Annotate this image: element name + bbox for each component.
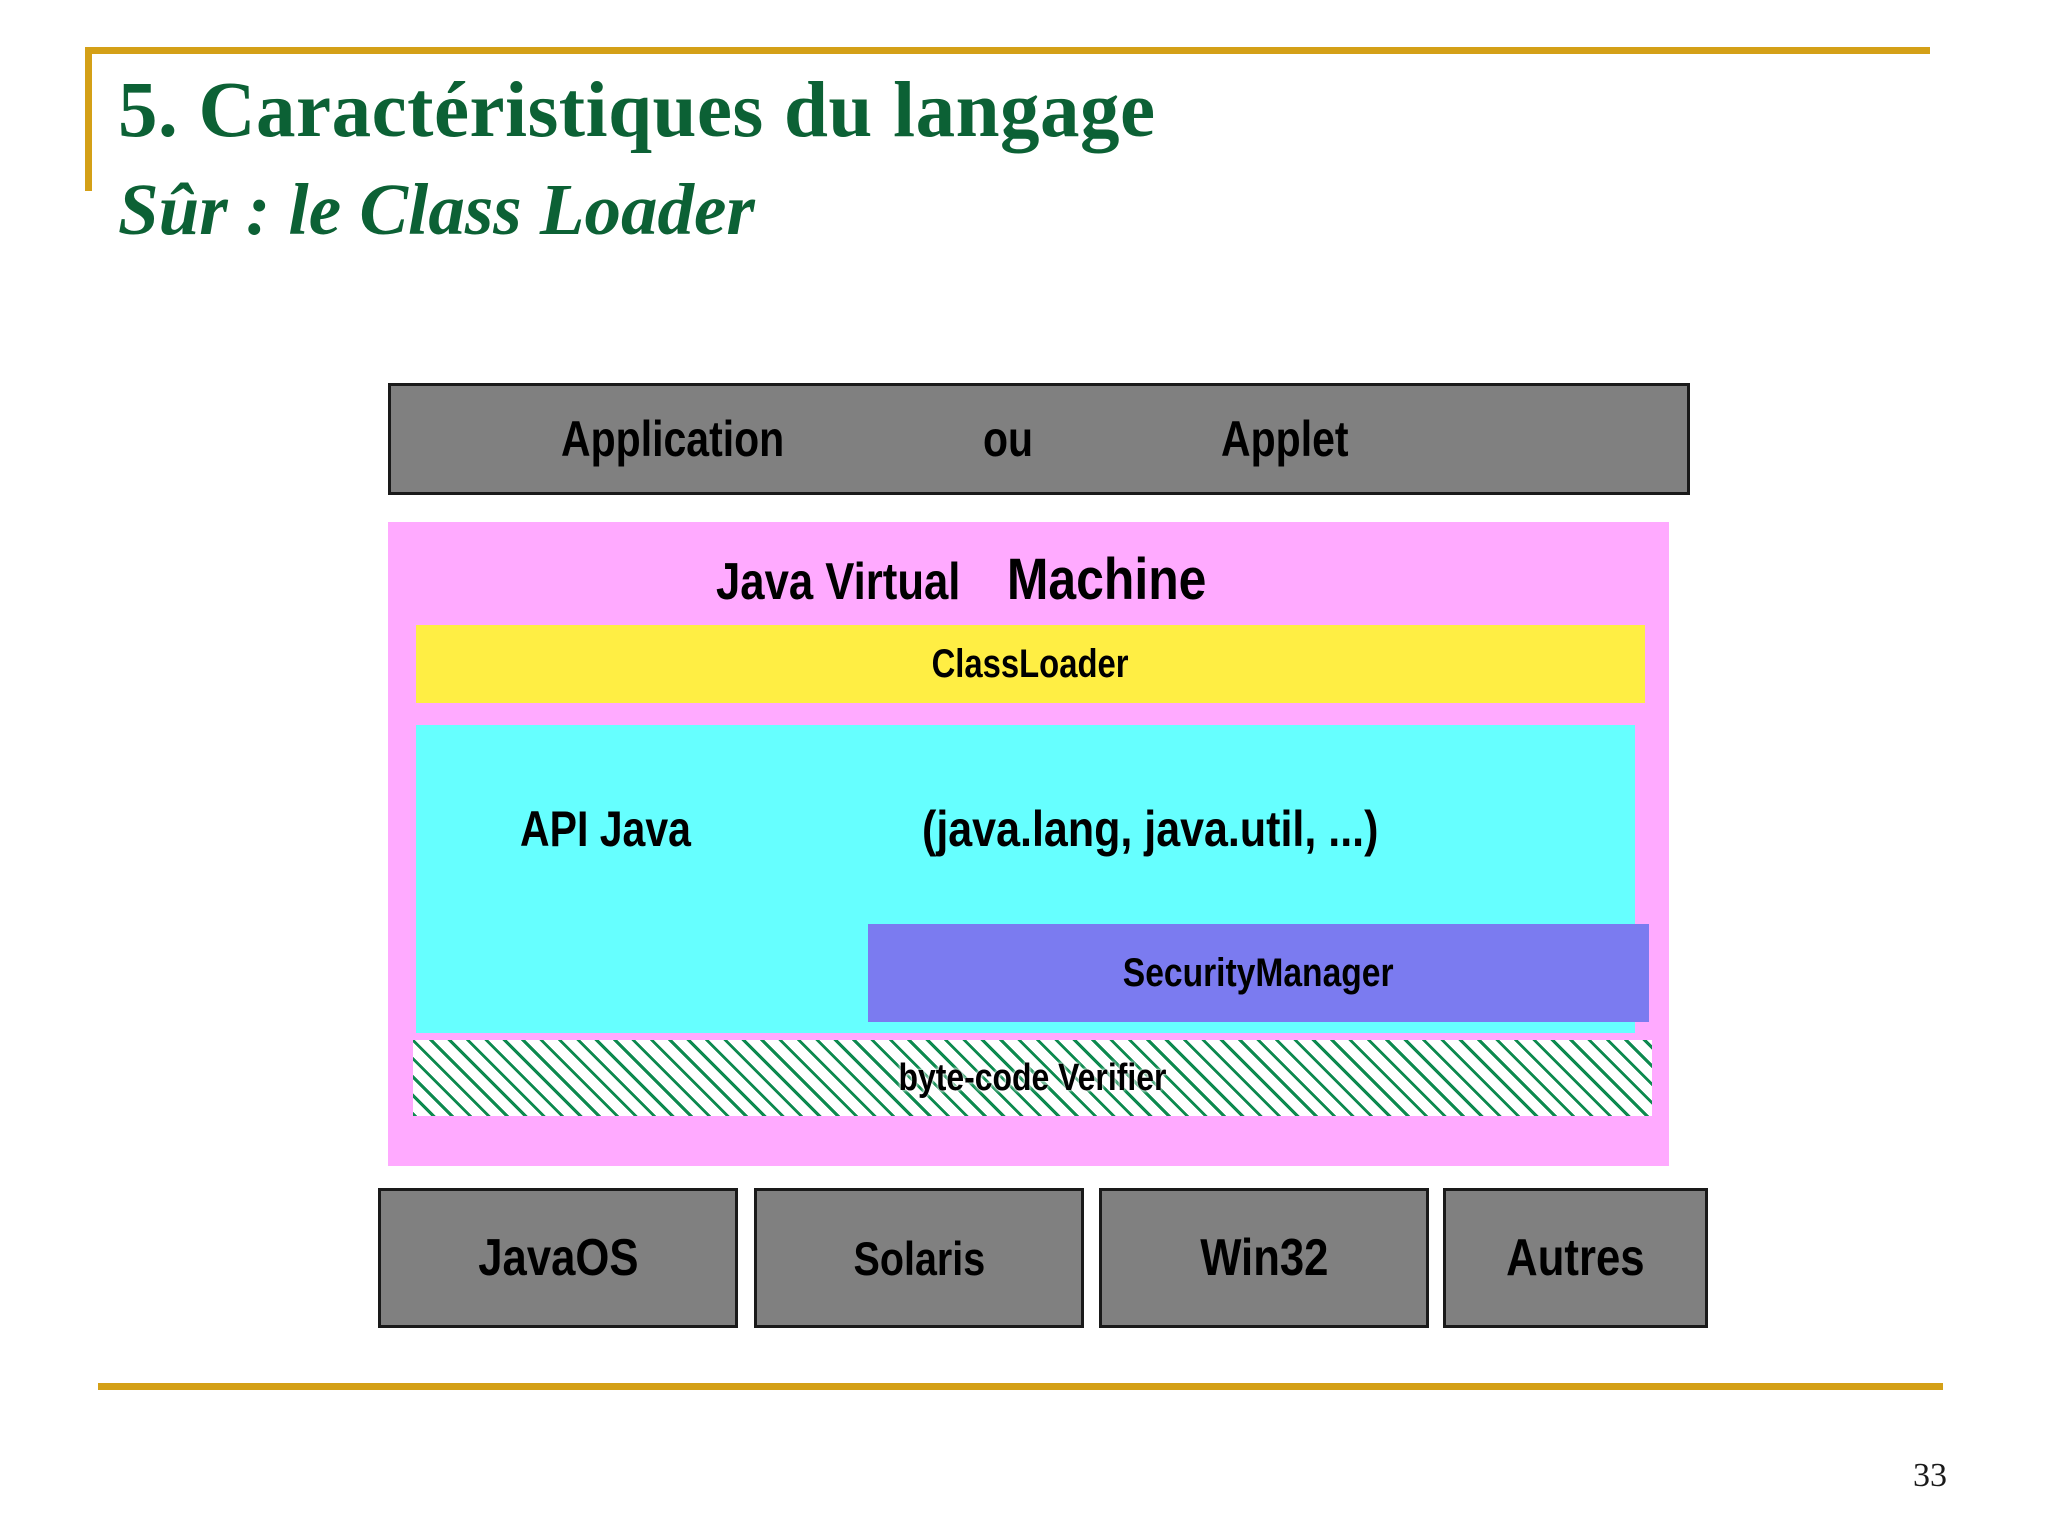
platform-label-autres: Autres xyxy=(1506,1229,1645,1287)
platform-box-win32: Win32 xyxy=(1099,1188,1429,1328)
header-rule-top xyxy=(85,47,1930,54)
platform-label-solaris: Solaris xyxy=(853,1231,985,1285)
title-line-primary: 5. Caractéristiques du langage xyxy=(118,67,1156,154)
api-packages-label: (java.lang, java.util, ...) xyxy=(922,801,1379,857)
platform-box-autres: Autres xyxy=(1443,1188,1708,1328)
slide-page-number: 33 xyxy=(1913,1457,1947,1494)
application-label: Application xyxy=(561,411,785,467)
security-manager-box: SecurityManager xyxy=(868,924,1649,1022)
platform-box-javaos: JavaOS xyxy=(378,1188,738,1328)
platform-label-javaos: JavaOS xyxy=(477,1229,639,1287)
api-java-label: API Java xyxy=(520,801,691,857)
applet-label: Applet xyxy=(1221,411,1349,467)
classloader-box: ClassLoader xyxy=(416,625,1645,703)
classloader-label: ClassLoader xyxy=(932,641,1129,686)
jvm-label-part1: Java Virtual xyxy=(716,553,961,611)
platform-box-solaris: Solaris xyxy=(754,1188,1084,1328)
page-title: 5. Caractéristiques du langage Sûr : le … xyxy=(118,62,1618,256)
header-rule-left xyxy=(85,47,92,191)
jvm-label: Java Virtual Machine xyxy=(716,546,1246,613)
bytecode-verifier-label: byte-code Verifier xyxy=(898,1056,1167,1099)
title-line-subtitle: Sûr : le Class Loader xyxy=(118,169,755,250)
platform-label-win32: Win32 xyxy=(1199,1229,1329,1287)
or-label: ou xyxy=(983,411,1034,467)
application-applet-box: Application ou Applet xyxy=(388,383,1690,495)
bytecode-verifier-box: byte-code Verifier xyxy=(413,1040,1652,1116)
security-manager-label: SecurityManager xyxy=(1123,950,1394,995)
jvm-label-part2: Machine xyxy=(1007,547,1207,612)
footer-rule xyxy=(98,1383,1943,1390)
